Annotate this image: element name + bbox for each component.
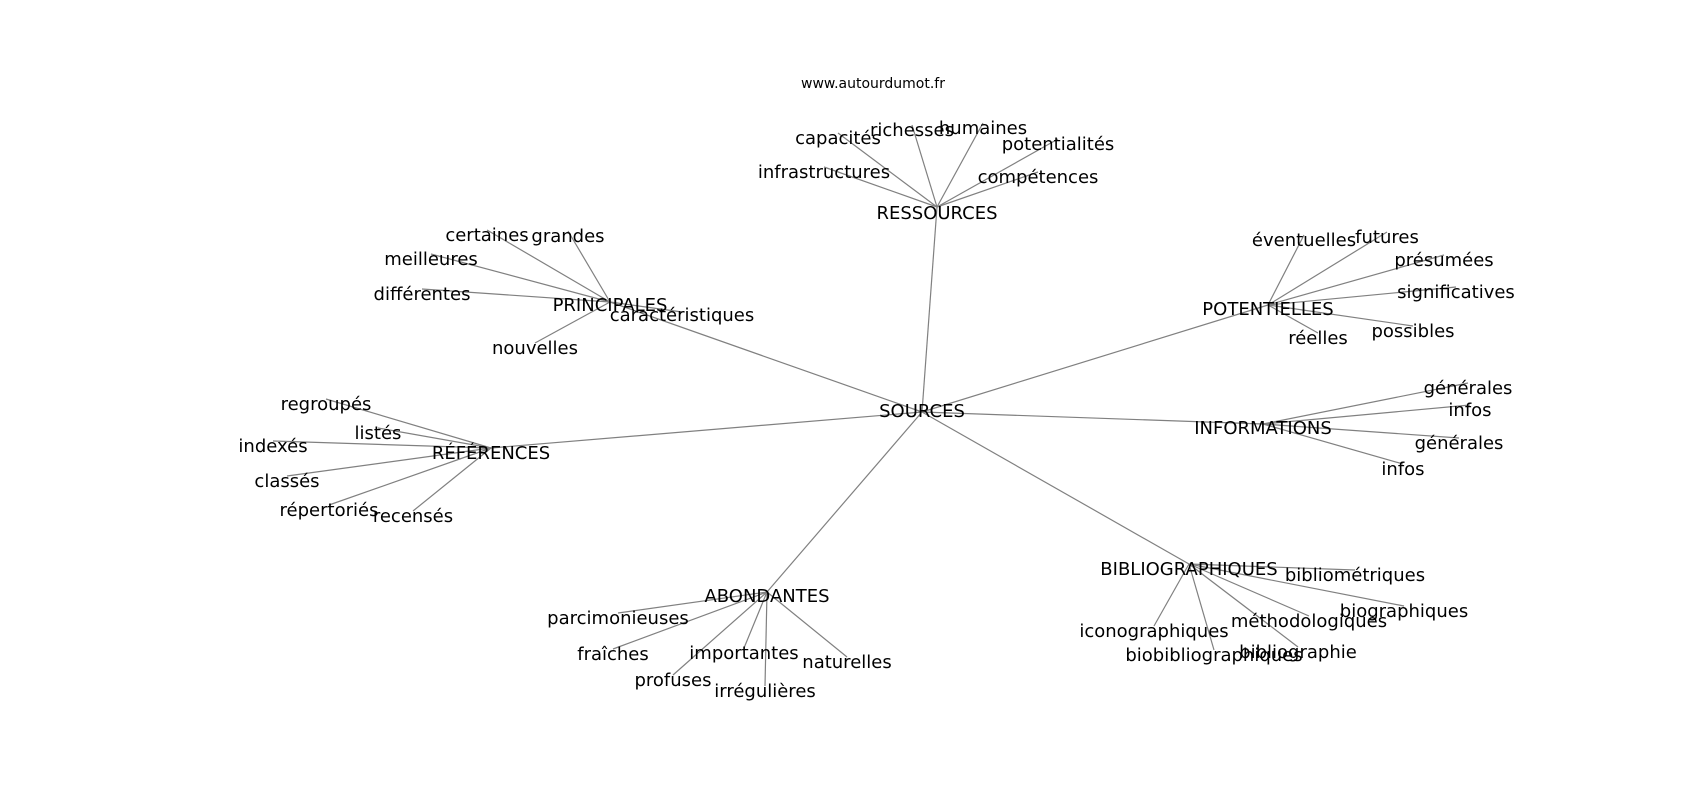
edge-principales-leaf	[534, 301, 611, 344]
edge-center-informations	[921, 411, 1264, 425]
leaf-node: regroupés	[281, 394, 372, 415]
leaf-node: éventuelles	[1252, 230, 1356, 251]
leaf-node: fraîches	[577, 644, 649, 665]
leaf-node: parcimonieuses	[547, 608, 689, 629]
edge-bibliographiques-leaf	[1188, 563, 1405, 607]
edge-potentielles-leaf	[1267, 231, 1388, 306]
edge-bibliographiques-leaf	[1188, 563, 1299, 648]
leaf-node: potentialités	[1002, 134, 1115, 155]
edge-informations-leaf	[1262, 404, 1471, 425]
hub-node-ressources: RESSOURCES	[876, 203, 997, 224]
leaf-node: caractéristiques	[610, 305, 755, 326]
leaf-node: certaines	[445, 225, 528, 246]
edge-ressources-leaf	[911, 124, 938, 208]
edge-potentielles-leaf	[1267, 304, 1414, 327]
edge-references-leaf	[328, 447, 492, 506]
edge-center-potentielles	[921, 304, 1269, 413]
edge-references-leaf	[325, 398, 492, 449]
leaf-node: réelles	[1288, 328, 1348, 349]
edge-center-principales	[609, 301, 923, 413]
edge-potentielles-leaf	[1267, 304, 1319, 334]
edge-center-abondantes	[766, 411, 923, 593]
leaf-node: générales	[1415, 433, 1504, 454]
leaf-node: différentes	[374, 284, 471, 305]
leaf-node: biobibliographiques	[1125, 645, 1302, 666]
hub-node-references: RÉFÉRENCES	[432, 442, 550, 464]
edge-references-leaf	[412, 447, 492, 512]
edge-bibliographiques-leaf	[1188, 563, 1310, 617]
leaf-node: infos	[1381, 459, 1424, 480]
edge-ressources-leaf	[936, 122, 984, 208]
hub-node-abondantes: ABONDANTES	[704, 586, 829, 607]
leaf-node: méthodologiques	[1231, 611, 1387, 632]
leaf-node: iconographiques	[1079, 621, 1228, 642]
edge-principales-leaf	[609, 301, 683, 313]
edge-principales-leaf	[421, 288, 611, 303]
edge-abondantes-leaf	[743, 591, 768, 649]
edge-potentielles-leaf	[1267, 234, 1305, 306]
leaf-node: présumées	[1394, 250, 1493, 271]
leaf-node: classés	[254, 471, 319, 492]
edge-abondantes-leaf	[766, 591, 848, 658]
edge-informations-leaf	[1262, 423, 1460, 439]
leaf-node: profuses	[634, 670, 711, 691]
leaf-node: irrégulières	[714, 681, 816, 702]
leaf-node: biographiques	[1340, 601, 1468, 622]
leaf-node: compétences	[978, 167, 1099, 188]
leaf-node: infrastructures	[758, 162, 890, 183]
edge-principales-leaf	[486, 229, 611, 303]
edge-ressources-leaf	[936, 138, 1059, 208]
leaf-node: humaines	[939, 118, 1027, 139]
edge-ressources-leaf	[823, 166, 938, 208]
center-node: SOURCES	[879, 401, 965, 422]
edge-ressources-leaf	[936, 171, 1039, 208]
leaf-node: naturelles	[802, 652, 891, 673]
edge-bibliographiques-leaf	[1188, 563, 1215, 651]
leaf-node: grandes	[531, 226, 604, 247]
edge-center-references	[490, 411, 923, 449]
leaf-node: futures	[1355, 227, 1419, 248]
edge-abondantes-leaf	[617, 591, 768, 614]
leaf-node: meilleures	[384, 249, 478, 270]
leaf-node: importantes	[689, 643, 798, 664]
edge-references-leaf	[272, 440, 492, 449]
leaf-node: bibliométriques	[1285, 565, 1425, 586]
edge-principales-leaf	[567, 230, 611, 303]
edge-informations-leaf	[1262, 423, 1404, 465]
leaf-node: listés	[355, 423, 402, 444]
edge-abondantes-leaf	[672, 591, 768, 676]
edge-references-leaf	[377, 427, 492, 449]
leaf-node: capacités	[795, 128, 881, 149]
edge-potentielles-leaf	[1267, 286, 1457, 306]
leaf-node: possibles	[1371, 321, 1454, 342]
hub-node-bibliographiques: BIBLIOGRAPHIQUES	[1100, 559, 1277, 580]
edge-references-leaf	[286, 447, 492, 477]
edge-abondantes-leaf	[612, 591, 768, 650]
edge-principales-leaf	[430, 253, 611, 303]
edge-center-bibliographiques	[921, 411, 1190, 565]
leaf-node: indexés	[238, 436, 307, 457]
leaf-node: richesses	[870, 120, 954, 141]
edge-layer	[272, 122, 1471, 687]
leaf-node: générales	[1424, 378, 1513, 399]
edge-center-ressources	[921, 206, 938, 413]
hub-node-principales: PRINCIPALES	[553, 295, 668, 316]
edge-abondantes-leaf	[764, 591, 768, 687]
leaf-node: recensés	[373, 506, 453, 527]
edge-bibliographiques-leaf	[1153, 563, 1190, 627]
edge-ressources-leaf	[837, 132, 938, 208]
leaf-node: répertoriés	[280, 500, 379, 521]
leaf-node: nouvelles	[492, 338, 578, 359]
hub-node-informations: INFORMATIONS	[1194, 418, 1332, 439]
hub-node-potentielles: POTENTIELLES	[1202, 299, 1333, 320]
leaf-node: infos	[1448, 400, 1491, 421]
leaf-node: significatives	[1397, 282, 1515, 303]
source-credit: www.autourdumot.fr	[801, 76, 945, 92]
label-layer: www.autourdumot.fr SOURCES RESSOURCES capa…	[238, 76, 1514, 702]
edge-informations-leaf	[1262, 382, 1469, 425]
leaf-node: bibliographie	[1239, 642, 1357, 663]
edge-potentielles-leaf	[1267, 254, 1445, 306]
edge-bibliographiques-leaf	[1188, 563, 1356, 571]
